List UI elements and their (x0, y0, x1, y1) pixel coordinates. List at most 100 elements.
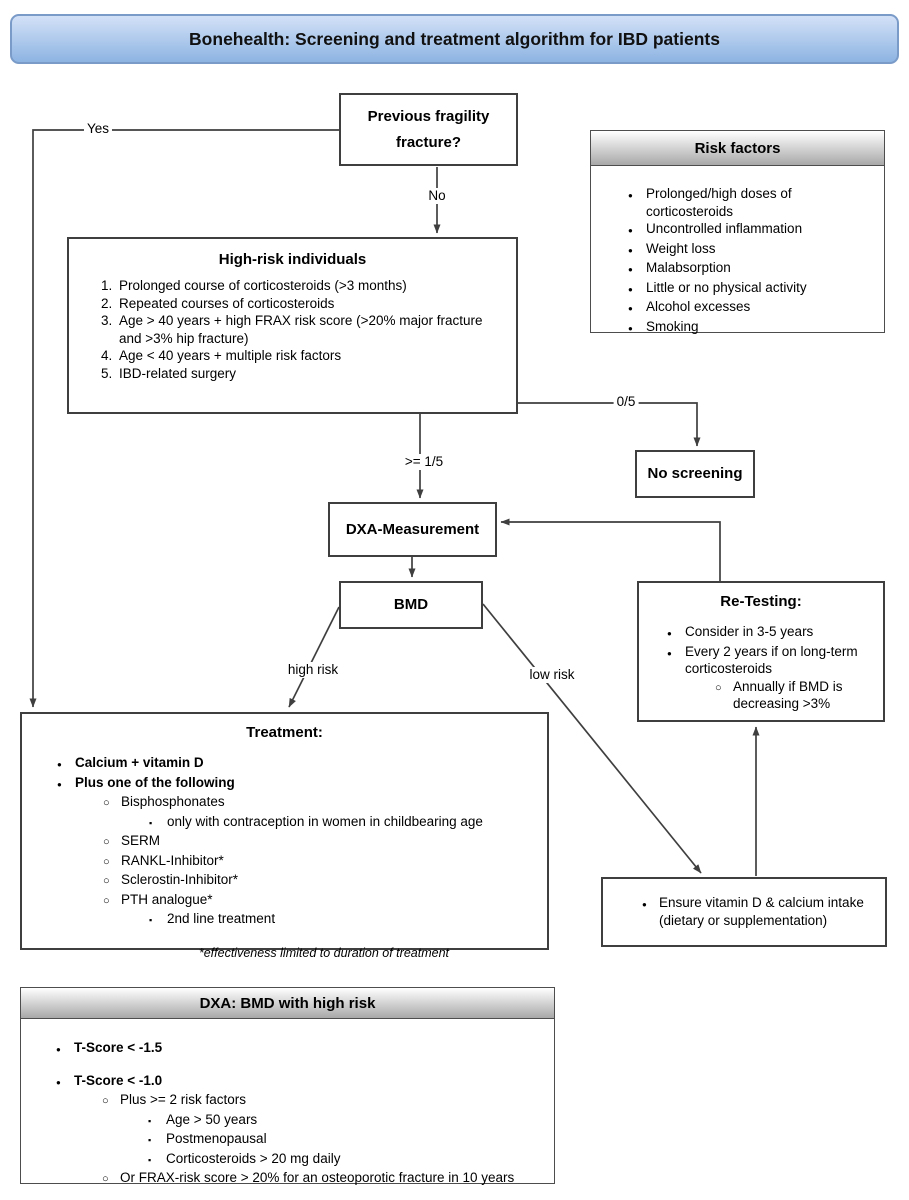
node-previous-fragility-fracture: Previous fragility fracture? (339, 93, 518, 166)
panel-header: Risk factors (591, 131, 884, 166)
list-item-text: Sclerostin-Inhibitor* (121, 872, 239, 887)
bullet-icon: ● (667, 648, 672, 658)
retesting-list: ● Consider in 3-5 years ●Every 2 years if… (639, 623, 883, 713)
square-bullet-icon: ▪ (148, 1154, 152, 1165)
list-item-text: Repeated courses of corticosteroids (119, 295, 335, 311)
list-item-text: Uncontrolled inflammation (646, 221, 803, 236)
bullet-icon: ● (628, 226, 633, 235)
list-item-text: Postmenopausal (166, 1131, 267, 1146)
panel-ensure-intake: ● Ensure vitamin D & calcium intake (die… (601, 877, 887, 947)
list-item: ▪Postmenopausal (21, 1130, 554, 1150)
edge-label-zero-of-five: 0/5 (613, 394, 639, 410)
panel-retesting: Re-Testing: ● Consider in 3-5 years ●Ever… (637, 581, 885, 722)
bullet-icon: ● (667, 629, 672, 638)
edge-zero-of-five-line (518, 402, 701, 447)
bullet-icon: ● (628, 304, 633, 313)
bullet-icon: ● (628, 191, 633, 200)
node-no-screening: No screening (635, 450, 755, 498)
list-item-text: T-Score < -1.0 (74, 1072, 163, 1088)
dxa-bmd-list: ● T-Score < -1.5 ● T-Score < -1.0 ○ Plus >=… (21, 1019, 554, 1189)
list-item: ● Little or no physical activity (591, 279, 884, 299)
list-item-text: T-Score < -1.5 (74, 1040, 163, 1055)
list-item: ▪Age > 50 years (21, 1111, 554, 1131)
high-risk-list: 1.Prolonged course of corticosteroids (>… (69, 277, 516, 382)
list-item-text: RANKL-Inhibitor* (121, 852, 224, 868)
treatment-list: ●Calcium + vitamin D ● Plus one of the fo… (22, 754, 547, 930)
list-item: ○Annually if BMD is decreasing >3% (639, 678, 883, 713)
list-item-text: Age < 40 years + multiple risk factors (119, 348, 342, 363)
list-item-text: Prolonged course of corticosteroids (>3 … (119, 278, 407, 293)
bullet-icon: ● (57, 760, 62, 769)
circle-bullet-icon: ○ (102, 1173, 109, 1185)
list-item-text: SERM (121, 833, 161, 848)
list-item: ○ SERM (22, 832, 547, 852)
list-item-text: IBD-related surgery (119, 365, 237, 381)
node-label: Previous fragility fracture? (367, 107, 490, 151)
list-item-text: Malabsorption (646, 260, 731, 275)
bullet-icon: ● (628, 265, 633, 274)
circle-bullet-icon: ○ (103, 875, 110, 887)
edge-label-no: No (425, 188, 449, 204)
list-item-text: Plus one of the following (75, 774, 235, 790)
panel-title: Re-Testing: (720, 593, 802, 610)
list-item-text: Corticosteroids > 20 mg daily (166, 1150, 341, 1166)
circle-bullet-icon: ○ (103, 855, 110, 868)
circle-bullet-icon: ○ (103, 836, 110, 848)
list-item-text: Annually if BMD is decreasing >3% (733, 678, 843, 712)
panel-treatment: Treatment: ●Calcium + vitamin D ● Plus on… (20, 712, 549, 960)
panel-title: Treatment: (246, 724, 323, 741)
list-item-text: Age > 50 years (166, 1111, 258, 1127)
list-item-text: Age > 40 years + high FRAX risk score (>… (119, 313, 483, 346)
edge-high-risk-line (288, 606, 340, 708)
list-item: 2.Repeated courses of corticosteroids (69, 295, 516, 313)
list-item: ● T-Score < -1.0 (21, 1072, 554, 1092)
list-item: ● Alcohol excesses (591, 298, 884, 318)
list-item-text: Prolonged/high doses of corticosteroids (646, 186, 792, 219)
bullet-icon: ● (628, 284, 633, 294)
panel-dxa-bmd-high-risk: DXA: BMD with high risk ●T-Score < -1.5 … (20, 987, 555, 1185)
list-item-text: Alcohol excesses (646, 299, 751, 314)
circle-bullet-icon: ○ (102, 1095, 109, 1107)
bullet-icon: ● (56, 1077, 61, 1087)
list-item: 4.Age < 40 years + multiple risk factors (69, 347, 516, 365)
list-item-text: PTH analogue* (121, 891, 213, 907)
node-label: BMD (393, 596, 429, 613)
bullet-icon: ● (642, 900, 647, 909)
bullet-icon: ● (57, 779, 62, 789)
list-item: ○ Plus >= 2 risk factors (21, 1091, 554, 1111)
list-item: ●Every 2 years if on long-term corticost… (639, 643, 883, 678)
page-title: Bonehealth: Screening and treatment algo… (189, 28, 720, 49)
panel-risk-factors: Risk factors ● Prolonged/high doses of co… (590, 130, 885, 334)
list-item: ● Plus one of the following (22, 774, 547, 794)
list-item: ●Calcium + vitamin D (22, 754, 547, 774)
list-item: ○ RANKL-Inhibitor* (22, 852, 547, 872)
list-item: ○ Or FRAX-risk score > 20% for an osteopo… (21, 1169, 554, 1189)
list-item: 1.Prolonged course of corticosteroids (>… (69, 277, 516, 295)
edge-yes-line (29, 129, 339, 708)
list-item-text: Plus >= 2 risk factors (120, 1092, 247, 1107)
panel-header: DXA: BMD with high risk (21, 988, 554, 1019)
edge-label-yes: Yes (83, 121, 113, 137)
circle-bullet-icon: ○ (103, 894, 110, 907)
bullet-icon: ● (628, 323, 633, 333)
node-label: No screening (647, 465, 743, 482)
bullet-icon: ● (56, 1045, 61, 1054)
list-item-text: 2nd line treatment (167, 911, 276, 926)
panel-title: DXA: BMD with high risk (199, 994, 376, 1012)
list-item-text: Bisphosphonates (121, 794, 225, 809)
list-item-text: only with contraception in women in chil… (167, 813, 483, 829)
panel-title: Risk factors (694, 139, 781, 157)
square-bullet-icon: ▪ (149, 915, 153, 925)
list-item: ● Uncontrolled inflammation (591, 220, 884, 240)
list-item-text: Weight loss (646, 240, 716, 256)
bullet-icon: ● (628, 245, 633, 255)
list-item-text: Little or no physical activity (646, 279, 807, 295)
list-item: ● Malabsorption (591, 259, 884, 279)
node-label: DXA-Measurement (345, 520, 480, 538)
list-item-text: Or FRAX-risk score > 20% for an osteopor… (120, 1170, 515, 1185)
list-item: ▪only with contraception in women in chi… (22, 813, 547, 833)
list-item-text: Consider in 3-5 years (685, 624, 814, 639)
list-item-text: Smoking (646, 318, 699, 334)
list-item: 5.IBD-related surgery (69, 365, 516, 383)
